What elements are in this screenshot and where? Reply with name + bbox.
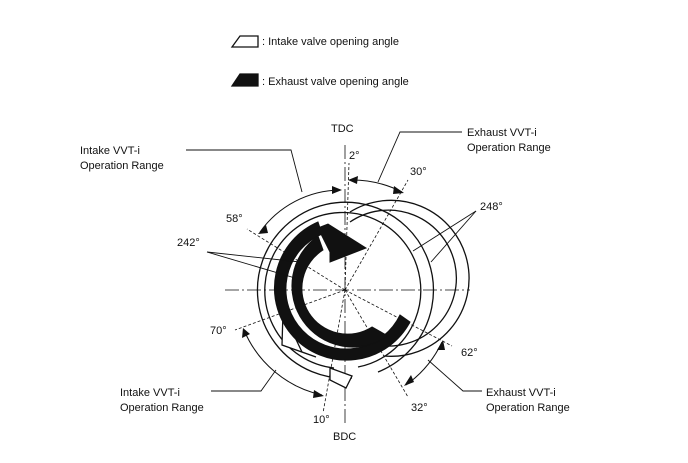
angle-248-leader-2 xyxy=(430,210,477,263)
line-58deg xyxy=(246,228,346,291)
angle-248-label: 248° xyxy=(480,201,503,213)
legend: : Intake valve opening angle : Exhaust v… xyxy=(230,35,409,88)
line-70deg xyxy=(234,289,346,331)
intake-bottom-range-line2: Operation Range xyxy=(120,402,204,414)
intake-top-range-arc xyxy=(259,189,341,233)
angle-242-leader-1 xyxy=(206,251,296,279)
exhaust-bottom-range-line1: Exhaust VVT-i xyxy=(486,387,556,399)
legend-intake-label: : Intake valve opening angle xyxy=(262,36,399,48)
line-2deg xyxy=(344,162,350,291)
exhaust-bottom-range-line2: Operation Range xyxy=(486,402,570,414)
arrowhead xyxy=(258,225,268,234)
intake-arc-outer-edge xyxy=(256,201,435,379)
outline-arrow-icon xyxy=(230,35,259,48)
arrowhead xyxy=(437,340,445,350)
arrowhead xyxy=(332,186,342,194)
exhaust-outline-bands xyxy=(349,199,470,357)
angle-10-label: 10° xyxy=(313,414,330,426)
leader-lines xyxy=(186,131,482,392)
tdc-label: TDC xyxy=(331,123,354,135)
angle-30-label: 30° xyxy=(410,166,427,178)
solid-arrow-icon xyxy=(230,73,259,87)
angle-32-label: 32° xyxy=(411,402,428,414)
legend-exhaust-label: : Exhaust valve opening angle xyxy=(262,76,409,88)
range-arrowheads xyxy=(242,176,445,398)
intake-arc-inner-edge xyxy=(264,211,422,369)
exhaust-solid-arc xyxy=(273,221,411,361)
angle-242-label: 242° xyxy=(177,237,200,249)
intake-top-leader xyxy=(186,149,303,193)
exhaust-band-2 xyxy=(349,209,457,347)
intake-top-range-line1: Intake VVT-i xyxy=(80,145,140,157)
arrowhead xyxy=(393,186,404,194)
exhaust-top-range-line1: Exhaust VVT-i xyxy=(467,127,537,139)
exhaust-top-range-line2: Operation Range xyxy=(467,142,551,154)
angle-58-label: 58° xyxy=(226,213,243,225)
intake-bottom-range-line1: Intake VVT-i xyxy=(120,387,180,399)
intake-open-arc xyxy=(256,201,435,379)
bdc-label: BDC xyxy=(333,431,356,443)
angle-248-leader-1 xyxy=(412,210,477,252)
exhaust-solid-arc-inner xyxy=(291,235,389,348)
exhaust-arrow-head xyxy=(317,223,368,263)
intake-arrow-tail xyxy=(329,367,353,389)
angle-242-leader-2 xyxy=(206,251,301,263)
intake-top-range-line2: Operation Range xyxy=(80,160,164,172)
exhaust-bottom-leader xyxy=(427,359,482,392)
line-30deg xyxy=(344,179,409,291)
exhaust-top-leader xyxy=(377,131,462,183)
angle-62-label: 62° xyxy=(461,347,478,359)
arrowhead xyxy=(242,328,250,338)
angle-70-label: 70° xyxy=(210,325,227,337)
exhaust-band-1 xyxy=(349,199,470,357)
intake-bottom-leader xyxy=(211,369,277,392)
angle-2-label: 2° xyxy=(349,150,360,162)
arrowhead xyxy=(404,375,414,386)
arrowhead xyxy=(348,176,358,184)
arrowhead xyxy=(313,390,324,398)
